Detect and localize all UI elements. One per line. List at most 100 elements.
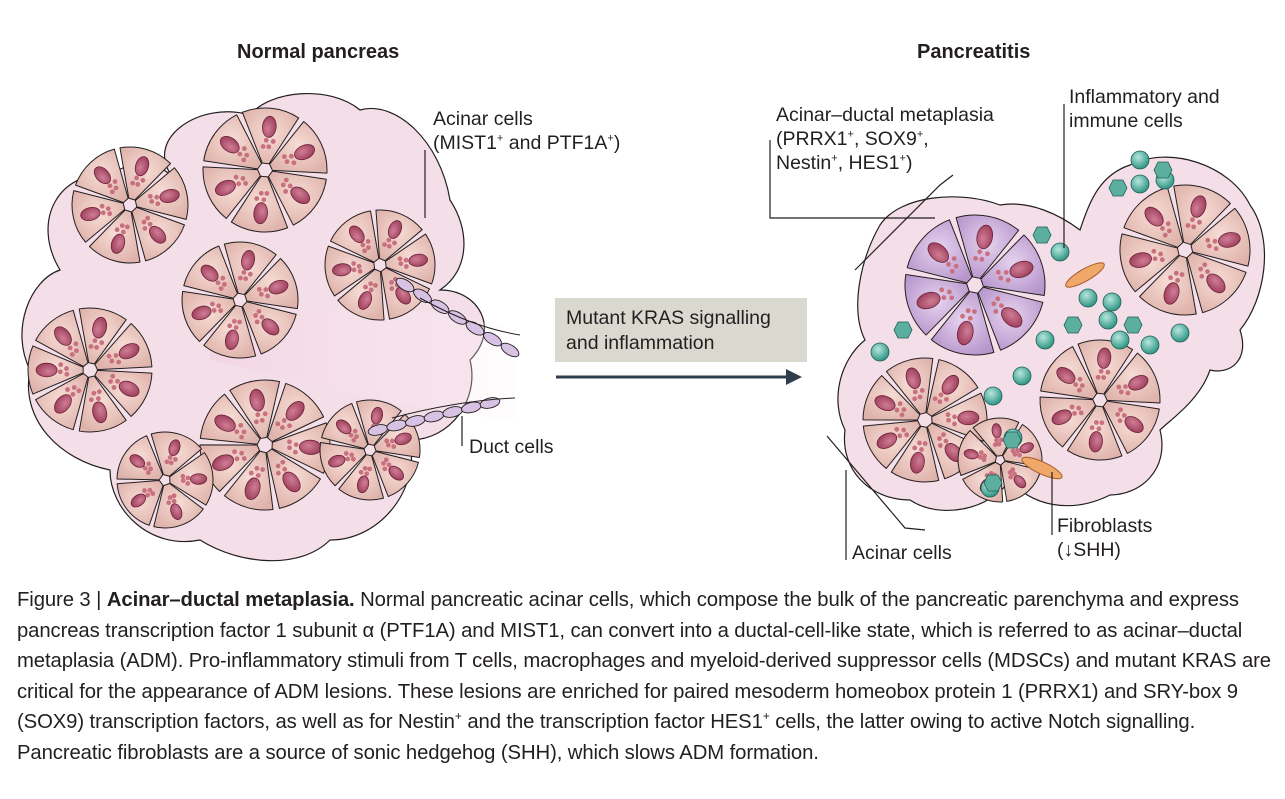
- macrophage-cell: [1032, 226, 1052, 244]
- granule: [124, 224, 130, 230]
- fibroblasts-label: Fibroblasts (↓SHH): [1057, 514, 1152, 562]
- granule: [1205, 237, 1211, 243]
- nucleus: [130, 493, 147, 508]
- granule: [168, 460, 174, 466]
- pancreatitis-acinus: [862, 357, 988, 483]
- pancreatitis-acinus: [957, 417, 1043, 503]
- granule: [941, 295, 947, 300]
- immune-cell: [1170, 323, 1190, 343]
- nucleus: [963, 449, 979, 460]
- nucleus: [910, 451, 925, 474]
- nucleus: [1013, 475, 1027, 489]
- granule: [945, 412, 951, 418]
- granule: [403, 264, 409, 269]
- granule: [1197, 219, 1202, 225]
- granule: [912, 389, 918, 395]
- granule: [241, 456, 247, 461]
- cell: [1103, 352, 1161, 404]
- granule: [897, 433, 903, 439]
- nucleus: [1009, 260, 1034, 279]
- nucleus: [876, 432, 898, 449]
- macrophage-cell: [1063, 316, 1083, 334]
- granule: [112, 179, 118, 184]
- granule: [368, 287, 374, 293]
- granule: [241, 157, 247, 163]
- granule: [939, 287, 945, 293]
- granule: [1202, 262, 1208, 268]
- granule: [259, 314, 265, 320]
- immune-cell: [1110, 330, 1130, 350]
- granule: [1118, 389, 1124, 395]
- granule: [999, 303, 1004, 309]
- granule: [234, 456, 240, 462]
- nucleus: [916, 291, 941, 310]
- nucleus: [1056, 367, 1076, 384]
- granule: [1101, 375, 1107, 380]
- nucleus: [54, 394, 72, 414]
- granule: [287, 445, 292, 451]
- nucleus: [214, 414, 236, 432]
- granule: [1115, 412, 1121, 417]
- granule: [351, 261, 357, 266]
- granule: [1089, 425, 1095, 431]
- duct-wall: [391, 397, 516, 419]
- granule: [941, 432, 946, 438]
- nucleus: [1088, 431, 1103, 453]
- normal-acinus: [202, 107, 328, 233]
- granule: [912, 445, 918, 451]
- granule: [1121, 412, 1127, 418]
- granule: [233, 325, 239, 330]
- normal-acinus: [324, 209, 436, 321]
- granule: [1151, 248, 1157, 254]
- adm-line1: Acinar–ductal metaplasia: [776, 104, 994, 126]
- granule: [381, 461, 386, 466]
- granule: [260, 144, 266, 149]
- granule: [389, 279, 394, 285]
- nucleus: [170, 503, 183, 520]
- granule: [1116, 384, 1122, 390]
- granule: [1206, 243, 1212, 249]
- granule: [965, 308, 971, 314]
- granule: [91, 390, 97, 396]
- granule: [67, 345, 73, 351]
- duct-cell: [500, 342, 520, 358]
- granule: [1117, 418, 1123, 424]
- granule: [1077, 387, 1082, 393]
- granule: [345, 456, 351, 462]
- pancreatitis-acinus: [1039, 339, 1161, 461]
- granule: [275, 463, 281, 469]
- granule: [254, 465, 260, 471]
- normal-acinus: [27, 307, 153, 433]
- nucleus: [282, 471, 301, 493]
- caption-heading: Acinar–ductal metaplasia.: [106, 589, 355, 611]
- granule: [1095, 374, 1101, 380]
- granule: [220, 275, 226, 281]
- granule: [922, 441, 928, 446]
- pancreatitis-acinar-label: Acinar cells: [852, 542, 952, 564]
- granule: [1166, 228, 1172, 234]
- granule: [253, 313, 259, 318]
- nucleus: [54, 326, 72, 346]
- granule: [343, 451, 349, 456]
- nucleus: [261, 318, 280, 336]
- granule: [231, 318, 237, 324]
- granule: [147, 487, 153, 493]
- granule: [232, 449, 237, 455]
- granule: [351, 267, 357, 273]
- granule: [943, 438, 949, 444]
- fibro-line1: Fibroblasts: [1057, 515, 1153, 537]
- granule: [1098, 368, 1104, 374]
- nucleus: [35, 362, 58, 378]
- adm-bracket: [854, 174, 954, 271]
- granule: [94, 344, 100, 350]
- transition-arrowhead: [786, 369, 802, 385]
- granule: [260, 467, 266, 472]
- granule: [287, 423, 292, 429]
- normal-acinus: [319, 399, 421, 501]
- nucleus: [212, 454, 235, 471]
- nucleus: [357, 291, 373, 310]
- nucleus: [92, 401, 108, 424]
- granule: [1152, 256, 1158, 262]
- nucleus: [408, 253, 428, 267]
- granule: [1003, 270, 1009, 275]
